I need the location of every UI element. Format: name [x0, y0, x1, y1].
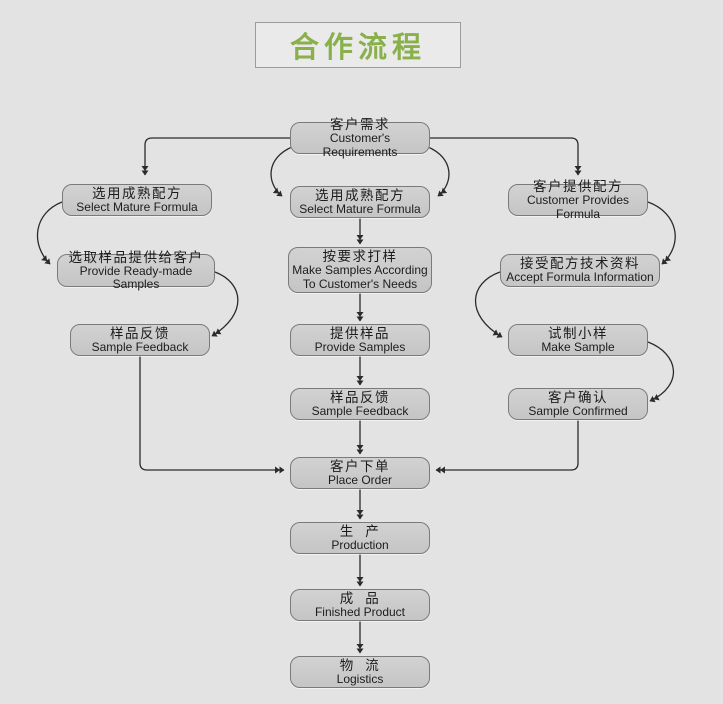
arrow-right2-to-right3 — [474, 271, 503, 338]
arrow-right4-to-place-order — [435, 420, 579, 474]
node-label-en: Finished Product — [314, 604, 406, 619]
node-left-select-mature-formula: 选用成熟配方 Select Mature Formula — [62, 184, 212, 216]
node-provide-ready-made-samples: 选取样品提供给客户 Provide Ready-made Samples — [57, 250, 215, 291]
arrow-left3-to-place-order — [139, 356, 285, 474]
node-label-en: Accept Formula Information — [506, 270, 654, 285]
node-accept-formula-information: 接受配方技术资料 Accept Formula Information — [500, 254, 660, 287]
arrow-top-to-left1 — [141, 137, 290, 176]
arrow-top-to-mid1-right-curve — [427, 146, 450, 197]
node-label-zh: 按要求打样 — [322, 249, 398, 264]
node-label-zh: 样品反馈 — [110, 325, 170, 341]
node-label-en: Sample Feedback — [311, 403, 409, 418]
node-logistics: 物 流 Logistics — [290, 656, 430, 688]
page-title: 合作流程 — [289, 32, 426, 64]
node-label-en: Provide Ready-made Samples — [79, 263, 193, 292]
node-label-zh: 生 产 — [339, 523, 381, 539]
node-label-zh: 客户提供配方 — [533, 179, 623, 195]
node-label-en: Logistics — [336, 671, 384, 686]
node-label-en: Sample Feedback — [91, 339, 189, 354]
arrow-top-to-mid1-left-curve — [270, 146, 293, 197]
node-label-zh: 客户确认 — [548, 389, 608, 405]
node-label-zh: 选用成熟配方 — [315, 187, 405, 203]
node-label-zh: 成 品 — [339, 590, 381, 606]
node-finished-product: 成 品 Finished Product — [290, 589, 430, 621]
node-place-order: 客户下单 Place Order — [290, 457, 430, 489]
node-customer-provides-formula: 客户提供配方 Customer Provides Formula — [508, 179, 648, 220]
node-label-zh: 样品反馈 — [330, 389, 390, 405]
node-label-en: Customer Provides Formula — [526, 193, 630, 221]
node-make-sample: 试制小样 Make Sample — [508, 324, 648, 356]
arrow-left2-to-left3 — [211, 271, 239, 337]
node-label-en: Sample Confirmed — [528, 403, 628, 418]
arrow-right3-to-right4 — [647, 341, 675, 403]
node-label-zh: 客户下单 — [330, 458, 390, 474]
node-label-zh: 接受配方技术资料 — [520, 256, 640, 272]
arrow-left1-to-left2 — [36, 201, 63, 265]
node-production: 生 产 Production — [290, 522, 430, 554]
node-label-zh: 选取样品提供给客户 — [68, 249, 204, 265]
node-label-zh: 客户需求 — [330, 117, 390, 133]
node-label-en: Production — [331, 537, 389, 552]
arrow-top-to-right1 — [430, 137, 582, 176]
node-make-samples-according: 按要求打样 Make Samples According To Customer… — [288, 247, 432, 293]
node-mid-select-mature-formula: 选用成熟配方 Select Mature Formula — [290, 186, 430, 218]
node-label-en: Select Mature Formula — [299, 201, 421, 216]
node-mid-sample-feedback: 样品反馈 Sample Feedback — [290, 388, 430, 420]
node-label-en: Make Samples According To Customer's Nee… — [292, 263, 428, 291]
node-label-en: Place Order — [327, 472, 393, 487]
node-label-en: Make Sample — [541, 339, 615, 354]
node-label-zh: 选用成熟配方 — [92, 185, 182, 201]
node-label-en: Provide Samples — [314, 339, 406, 354]
node-label-zh: 物 流 — [339, 657, 381, 673]
node-label-en: Select Mature Formula — [76, 199, 198, 214]
node-label-en: Customer's Requirements — [322, 131, 398, 159]
node-provide-samples: 提供样品 Provide Samples — [290, 324, 430, 356]
node-label-zh: 试制小样 — [548, 325, 608, 341]
node-label-zh: 提供样品 — [330, 325, 390, 341]
node-left-sample-feedback: 样品反馈 Sample Feedback — [70, 324, 210, 356]
node-customer-requirements: 客户需求 Customer's Requirements — [290, 117, 430, 158]
node-sample-confirmed: 客户确认 Sample Confirmed — [508, 388, 648, 420]
page-title-box: 合作流程 — [255, 22, 461, 68]
